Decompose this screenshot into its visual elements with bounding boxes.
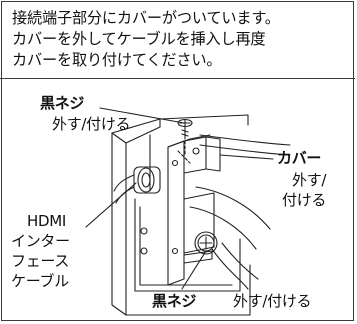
cable-top-1 (199, 134, 291, 146)
leader-bottom-screw (181, 250, 207, 290)
figure-frame (1, 1, 354, 321)
bottom-screw-action: 外す/付ける (233, 292, 312, 310)
instructions-box: 接続端子部分にカバーがついています。 カバーを外してケーブルを挿入し再度 カバー… (0, 0, 355, 79)
device-drawing (85, 107, 291, 316)
cover-top-box-side (183, 136, 207, 174)
chassis-left-wall (111, 132, 127, 316)
bottom-screw-label: 黒ネジ (152, 292, 197, 310)
top-screw-action: 外す/付ける (52, 115, 131, 133)
bottom-screw-slot (199, 236, 213, 250)
cover-vertical-plate (167, 140, 185, 286)
cover-top-box-front (205, 136, 221, 172)
inner-plate (134, 198, 241, 292)
top-box-hole (192, 147, 200, 155)
leader-top-screw (99, 107, 185, 124)
cover-action-line-2: 付ける (282, 191, 327, 209)
hdmi-cable-upper (113, 174, 135, 192)
instruction-line-3: カバーを取り付けてください。 (12, 51, 222, 69)
hdmi-connector-body (133, 166, 161, 194)
inner-plate-edge (139, 206, 233, 286)
hdmi-connector-core (141, 172, 151, 188)
chassis-bottom-edge (125, 264, 251, 316)
hdmi-label-line-1: HDMI (27, 212, 66, 230)
leader-hdmi (85, 182, 137, 228)
cover-lower-tab (183, 192, 215, 254)
connector-cover-illustration: 黒ネジ 外す/付ける カバー 外す/ 付ける HDMI インター フェース ケー… (0, 79, 355, 322)
chassis-top-rail (159, 114, 249, 126)
top-screw-thread (181, 129, 189, 137)
cover-action-line-1: 外す/ (292, 171, 327, 189)
instruction-line-1: 接続端子部分にカバーがついています。 (12, 9, 280, 27)
cover-label: カバー (277, 149, 322, 167)
plate-hole-2 (140, 247, 148, 255)
cover-lower-ledge (183, 250, 213, 264)
cover-hidden-edge (177, 150, 191, 164)
cover-top-lip (167, 134, 211, 148)
cable-lower-1 (211, 248, 249, 290)
cable-top-2 (199, 144, 291, 156)
chassis-top-edge (111, 118, 161, 144)
plate-hole-1 (140, 227, 148, 235)
hdmi-label-line-4: ケーブル (11, 272, 69, 290)
hdmi-connector-ring (137, 167, 155, 193)
bottom-screw-washer (194, 231, 218, 255)
hdmi-cable-lower (115, 186, 135, 204)
cover-hole-1 (171, 159, 179, 167)
hdmi-label-line-2: インター (11, 232, 70, 250)
leader-cover (219, 154, 274, 160)
cover-hole-2 (171, 247, 179, 255)
top-screw-label: 黒ネジ (40, 94, 85, 112)
hdmi-label-line-3: フェース (11, 252, 70, 270)
main-cable-bottom (189, 206, 257, 250)
cable-lower-2 (221, 242, 259, 280)
instruction-line-2: カバーを外してケーブルを挿入し再度 (12, 30, 266, 48)
main-cable-top (195, 186, 271, 230)
